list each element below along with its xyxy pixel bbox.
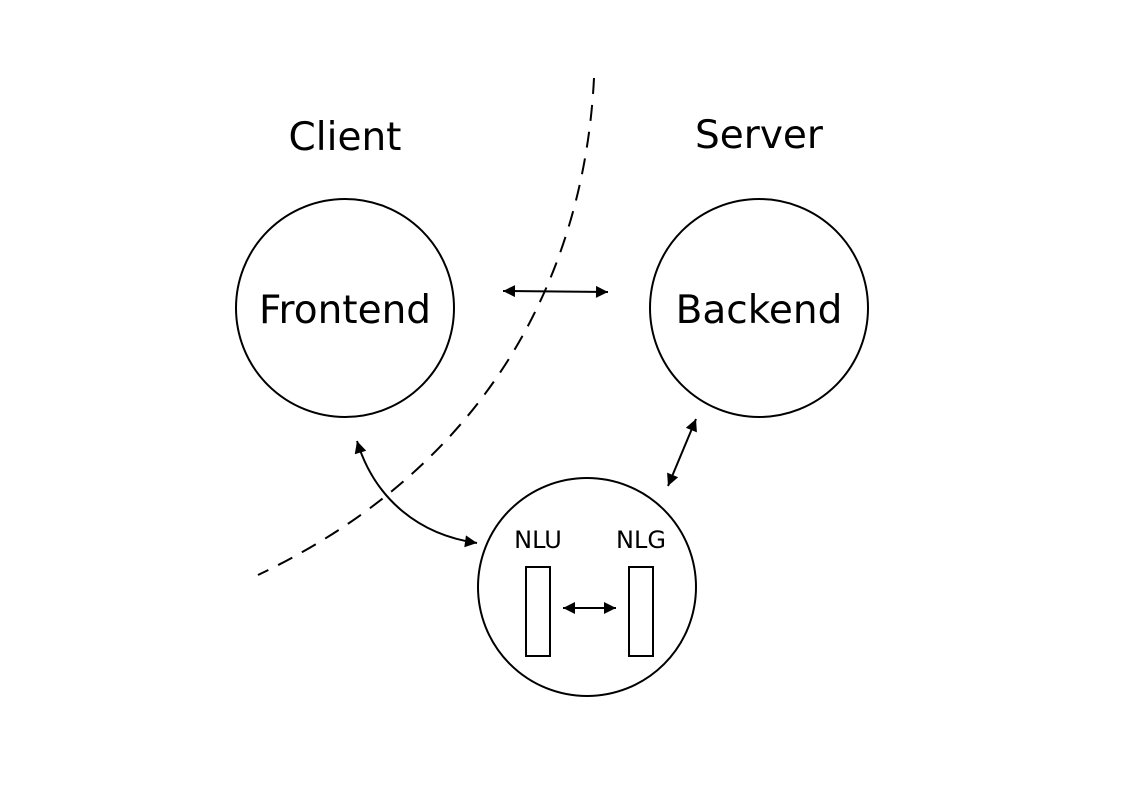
nlu-nlg-circle [477, 477, 697, 697]
client-server-boundary [257, 77, 595, 576]
backend-label: Backend [676, 288, 843, 333]
nlu-nlg-node: NLU NLG [477, 477, 697, 697]
backend-nlg-arrow [667, 418, 697, 487]
frontend-node: Frontend [235, 198, 455, 418]
server-label: Server [695, 113, 824, 158]
backend-circle [649, 198, 869, 418]
frontend-nlu-arrow [354, 440, 478, 548]
nlg-box [628, 566, 654, 657]
backend-node: Backend [649, 198, 869, 418]
nlg-label: NLG [616, 526, 666, 554]
frontend-backend-arrow [502, 285, 609, 298]
frontend-label: Frontend [259, 288, 431, 333]
nlu-box [525, 566, 551, 657]
frontend-circle [235, 198, 455, 418]
client-label: Client [289, 115, 402, 160]
nlu-label: NLU [514, 526, 562, 554]
